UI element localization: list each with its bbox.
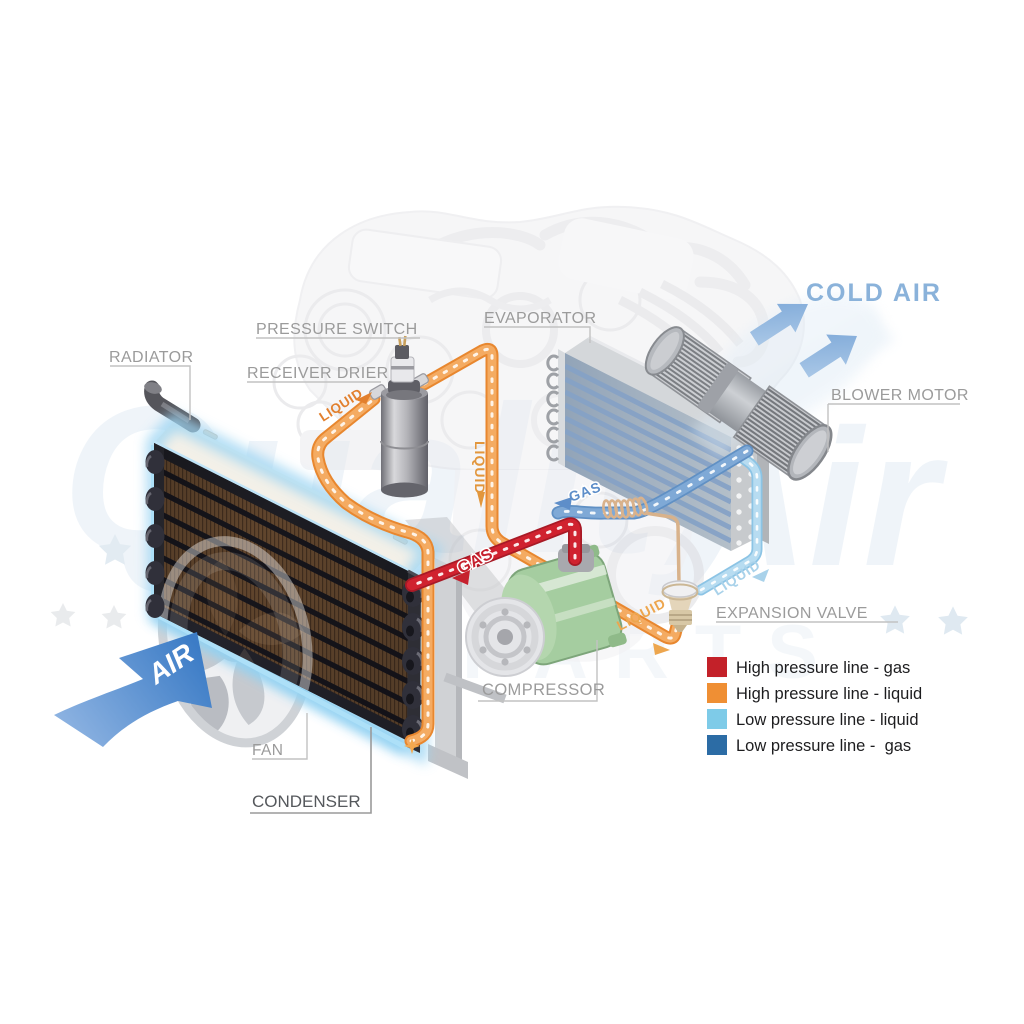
svg-text:Low pressure line - gas: Low pressure line - gas — [736, 737, 911, 755]
svg-text:Low pressure line - liquid: Low pressure line - liquid — [736, 711, 919, 729]
svg-text:BLOWER MOTOR: BLOWER MOTOR — [831, 387, 969, 404]
svg-text:LIQUID: LIQUID — [472, 441, 488, 494]
svg-text:High pressure line - gas: High pressure line - gas — [736, 659, 910, 677]
svg-text:High pressure line - liquid: High pressure line - liquid — [736, 685, 922, 703]
svg-text:CONDENSER: CONDENSER — [252, 792, 361, 811]
svg-text:EVAPORATOR: EVAPORATOR — [484, 310, 596, 327]
svg-text:EXPANSION VALVE: EXPANSION VALVE — [716, 605, 868, 622]
svg-text:RADIATOR: RADIATOR — [109, 349, 193, 366]
svg-text:COMPRESSOR: COMPRESSOR — [482, 681, 605, 699]
svg-text:RECEIVER DRIER: RECEIVER DRIER — [247, 365, 389, 382]
svg-text:COLD AIR: COLD AIR — [806, 279, 942, 307]
svg-text:FAN: FAN — [252, 742, 283, 759]
svg-text:PRESSURE SWITCH: PRESSURE SWITCH — [256, 321, 418, 338]
